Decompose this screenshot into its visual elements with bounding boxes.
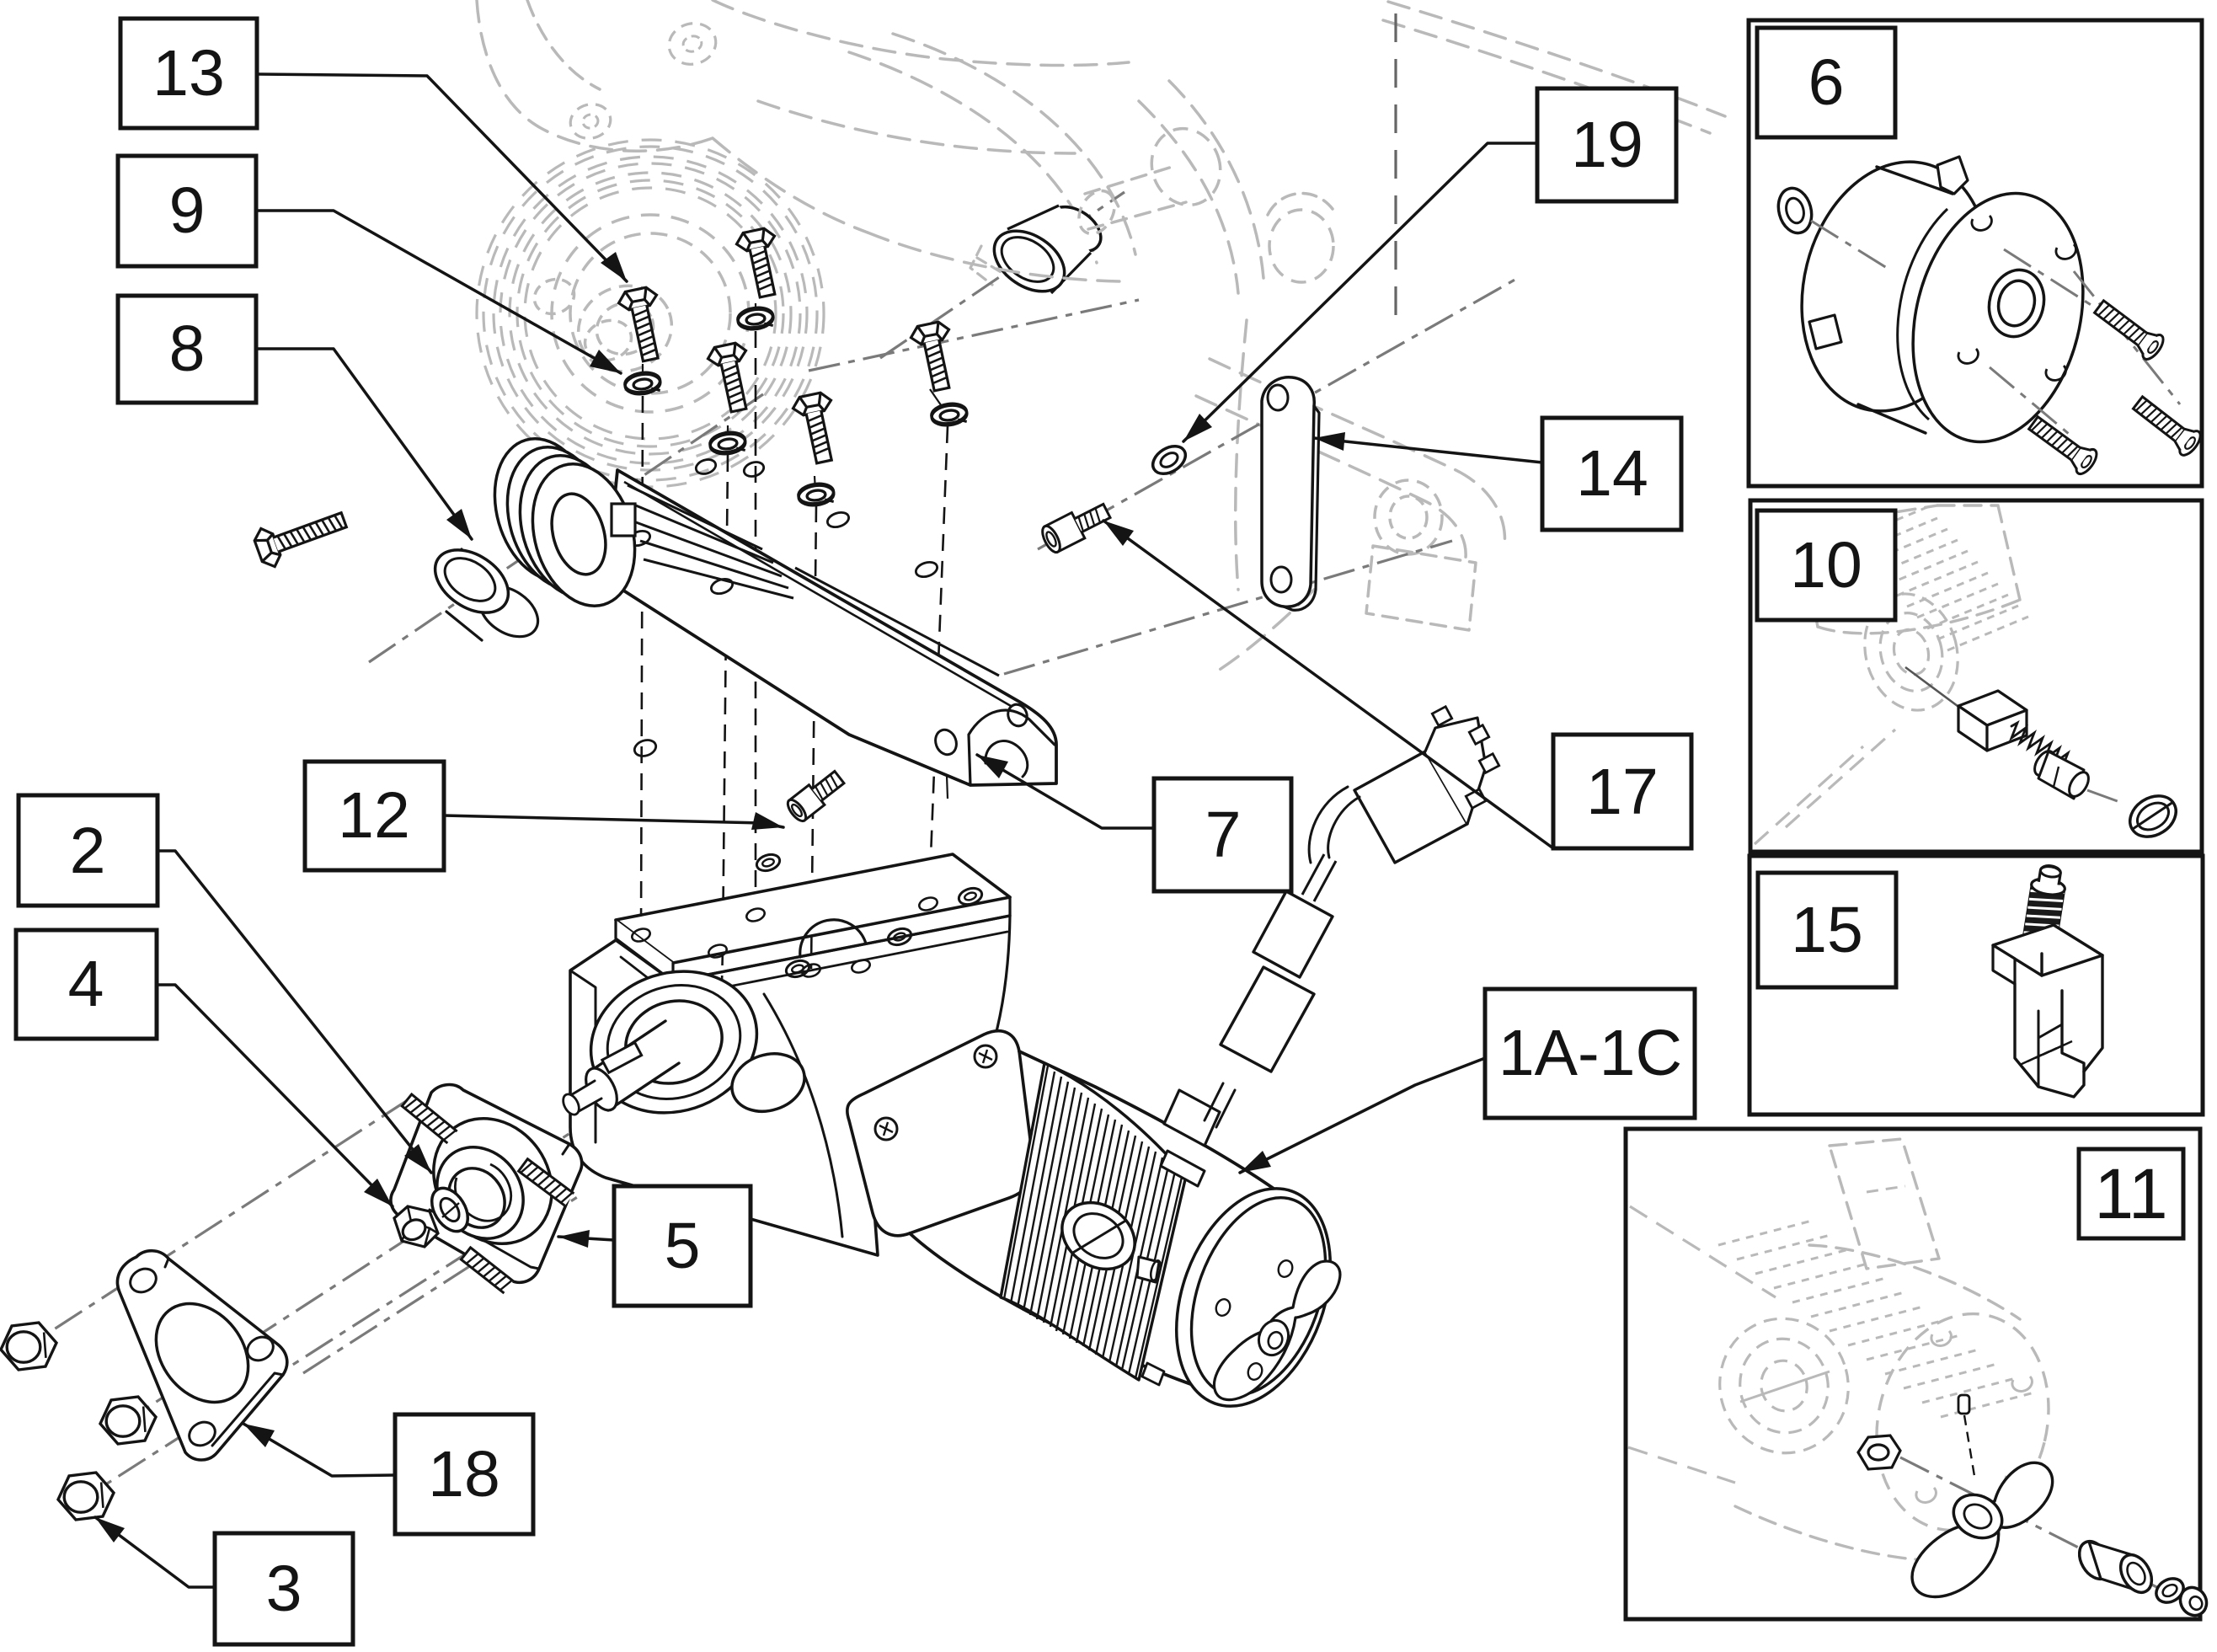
svg-text:18: 18 bbox=[428, 1438, 500, 1510]
svg-text:8: 8 bbox=[169, 313, 206, 385]
svg-text:5: 5 bbox=[665, 1210, 701, 1282]
svg-text:15: 15 bbox=[1791, 894, 1863, 966]
svg-text:2: 2 bbox=[70, 815, 106, 887]
svg-text:3: 3 bbox=[266, 1553, 302, 1625]
svg-text:4: 4 bbox=[68, 948, 104, 1020]
svg-text:6: 6 bbox=[1808, 46, 1845, 119]
svg-text:13: 13 bbox=[152, 37, 225, 110]
svg-text:10: 10 bbox=[1790, 529, 1862, 601]
svg-text:12: 12 bbox=[338, 779, 410, 852]
svg-text:19: 19 bbox=[1571, 109, 1643, 181]
svg-text:11: 11 bbox=[2094, 1154, 2167, 1233]
svg-text:14: 14 bbox=[1576, 437, 1648, 510]
svg-text:7: 7 bbox=[1205, 799, 1242, 871]
svg-text:9: 9 bbox=[169, 174, 206, 247]
svg-text:1A-1C: 1A-1C bbox=[1498, 1017, 1682, 1089]
svg-text:17: 17 bbox=[1586, 756, 1659, 828]
